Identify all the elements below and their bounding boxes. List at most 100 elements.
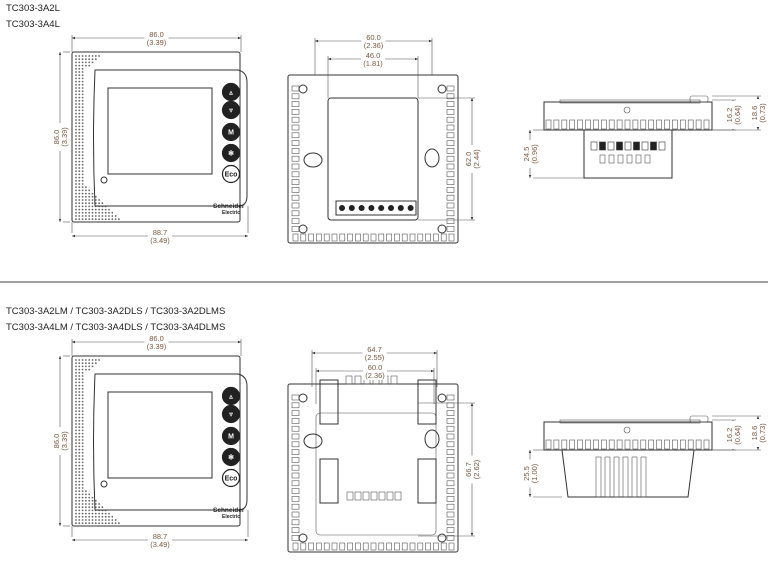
vent-dot <box>75 103 77 105</box>
vent-dot <box>94 512 97 515</box>
vent-dot <box>75 445 77 448</box>
vent-dot <box>111 215 114 217</box>
vent-dot <box>78 128 81 131</box>
vent-slot <box>446 480 455 487</box>
vent-slot <box>632 119 639 130</box>
vent-dot <box>78 410 81 413</box>
vent-dot <box>78 499 81 502</box>
vent-dot <box>78 112 81 115</box>
vent-dot <box>78 74 81 77</box>
mounting-hole <box>437 224 447 234</box>
vent-dot <box>75 522 77 525</box>
side-screw <box>623 426 631 434</box>
vent-dot <box>88 202 91 205</box>
dimension-label: (0.73) <box>758 103 767 123</box>
button-glyph: ▿ <box>228 412 233 419</box>
vent-dot <box>94 522 97 525</box>
vent-dot <box>81 448 84 451</box>
vent-slot <box>446 187 455 193</box>
vent-dot <box>81 205 84 208</box>
vent-slot <box>378 233 385 242</box>
vent-dot <box>75 96 77 99</box>
vent-dot <box>85 199 87 201</box>
vent-dot <box>75 218 77 221</box>
vent-dot <box>81 211 84 214</box>
vent-dot <box>81 423 84 425</box>
vent-dot <box>78 461 81 464</box>
dimension-label: (2.36) <box>364 41 384 50</box>
housing-outline <box>71 355 241 527</box>
vent-dot <box>75 394 77 397</box>
vent-dot <box>98 218 100 221</box>
vent-dot <box>78 103 81 105</box>
model-label: TC303-3A2L <box>6 3 60 14</box>
vent-dot <box>88 365 91 368</box>
vent-dot <box>81 519 84 521</box>
vent-dot <box>75 71 77 73</box>
vent-slot <box>331 542 338 551</box>
vent-dot <box>91 362 94 365</box>
dimension-label: 46.0 <box>366 51 381 60</box>
vent-dot <box>75 371 77 374</box>
button-up-arrow-icon <box>221 82 241 102</box>
vent-dot <box>78 451 81 454</box>
vent-dot <box>108 519 110 521</box>
vent-slot <box>545 439 552 450</box>
vent-dot <box>94 218 97 221</box>
vent-dot <box>75 464 77 467</box>
button-fan-icon <box>221 447 241 467</box>
vent-dot <box>85 192 87 195</box>
vent-dot <box>94 211 97 214</box>
model-label: TC303-3A4L <box>6 19 60 30</box>
vent-slot <box>291 449 300 455</box>
vent-dot <box>85 490 87 493</box>
vent-dot <box>78 496 81 499</box>
vent-dot <box>75 128 77 131</box>
vent-dot <box>85 202 87 205</box>
vent-dot <box>75 93 77 96</box>
lcd-screen <box>107 391 213 479</box>
vent-slot <box>446 124 455 131</box>
vent-dot <box>88 61 91 64</box>
button-glyph: Eco <box>225 476 238 483</box>
vent-dot <box>75 64 77 67</box>
dimension-label: (3.49) <box>150 540 170 549</box>
button-glyph: ▿ <box>228 108 233 115</box>
vent-dot <box>75 151 77 153</box>
vent-dot <box>81 176 84 179</box>
vent-dot <box>75 58 77 61</box>
back-housing <box>287 383 459 553</box>
vent-dot <box>78 125 81 128</box>
vent-dot <box>81 141 84 144</box>
vent-dot <box>75 483 77 486</box>
vent-dot <box>81 429 84 432</box>
vent-slot <box>687 119 694 130</box>
vent-dot <box>75 458 77 461</box>
vent-dot <box>75 176 77 179</box>
vent-dot <box>85 503 87 505</box>
vent-dot <box>85 186 87 189</box>
vent-dot <box>88 192 91 195</box>
vent-dot <box>75 208 77 211</box>
button-Eco-icon <box>221 164 241 184</box>
vent-slot <box>394 233 400 242</box>
vent-dot <box>91 195 94 198</box>
side-body <box>543 101 713 131</box>
front-view: ▵▿M✻EcoSchneiderElectric86.0(3.39)86.0(3… <box>51 333 249 549</box>
vent-slot <box>679 119 686 130</box>
vent-dot <box>81 467 84 470</box>
vent-dot <box>101 519 104 521</box>
vent-slot <box>446 457 455 463</box>
vent-dot <box>81 61 84 64</box>
vent-slot <box>577 119 583 130</box>
vent-dot <box>75 90 77 93</box>
vent-dot <box>78 467 81 470</box>
side-top <box>559 99 701 104</box>
vent-slot <box>291 503 300 510</box>
vent-dot <box>75 173 77 176</box>
vent-dot <box>78 99 81 102</box>
vent-dot <box>88 515 91 518</box>
dimension-label: (1.81) <box>363 59 383 68</box>
vent-dot <box>91 496 94 499</box>
vent-dot <box>81 407 84 409</box>
